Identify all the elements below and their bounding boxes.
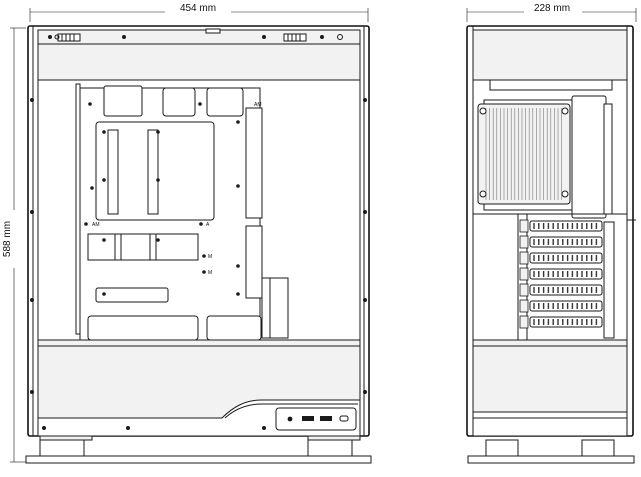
cpu-cooler-block — [478, 104, 570, 204]
side-view: AM AM A M M — [26, 26, 371, 463]
top-panel — [38, 30, 360, 80]
mount-label-m2: M — [208, 270, 212, 276]
drive-cage-upper — [246, 108, 262, 218]
foot-right — [308, 440, 352, 456]
usb-port-2-icon — [320, 416, 332, 421]
width-label: 454 mm — [180, 3, 216, 14]
drive-cage-lower — [246, 226, 262, 298]
depth-label: 228 mm — [534, 3, 570, 14]
lower-cutout — [96, 288, 168, 302]
pcie-bracket — [520, 252, 528, 264]
height-label: 588 mm — [2, 221, 13, 257]
usb-port-1-icon — [302, 416, 314, 421]
front-view — [467, 26, 636, 463]
pcie-bracket — [520, 284, 528, 296]
front-base-plate — [468, 456, 634, 463]
power-button-icon — [288, 417, 293, 422]
front-psu-chamber — [473, 340, 627, 418]
pcie-slots — [520, 220, 602, 328]
cable-cutout-3 — [207, 88, 243, 116]
pcie-bracket — [520, 300, 528, 312]
bottom-grommet-2 — [207, 316, 261, 340]
front-foot-right — [582, 440, 614, 456]
base-plate — [26, 456, 371, 463]
psu-bracket — [262, 278, 288, 338]
foot-left — [40, 440, 84, 456]
width-dimension: 454 mm — [30, 3, 368, 22]
cpu-cutout — [96, 122, 214, 220]
mount-label-m1: M — [208, 254, 212, 260]
bottom-grommet-1 — [88, 316, 198, 340]
mount-label-am: AM — [254, 102, 262, 108]
top-io-left — [58, 34, 80, 41]
cable-cutout-2 — [163, 88, 195, 116]
pcie-bracket — [520, 316, 528, 328]
pcie-bracket — [520, 268, 528, 280]
top-io-right — [284, 34, 306, 41]
pcie-bracket — [520, 220, 528, 232]
mount-label-am-2: AM — [92, 222, 100, 228]
front-top-chamber — [473, 30, 627, 80]
cable-cutout-1 — [104, 86, 142, 116]
depth-dimension: 228 mm — [467, 3, 636, 22]
front-foot-left — [486, 440, 518, 456]
height-dimension: 588 mm — [2, 28, 26, 462]
side-bracket — [572, 96, 606, 218]
middle-cutout — [88, 234, 198, 260]
pcie-bracket — [520, 236, 528, 248]
